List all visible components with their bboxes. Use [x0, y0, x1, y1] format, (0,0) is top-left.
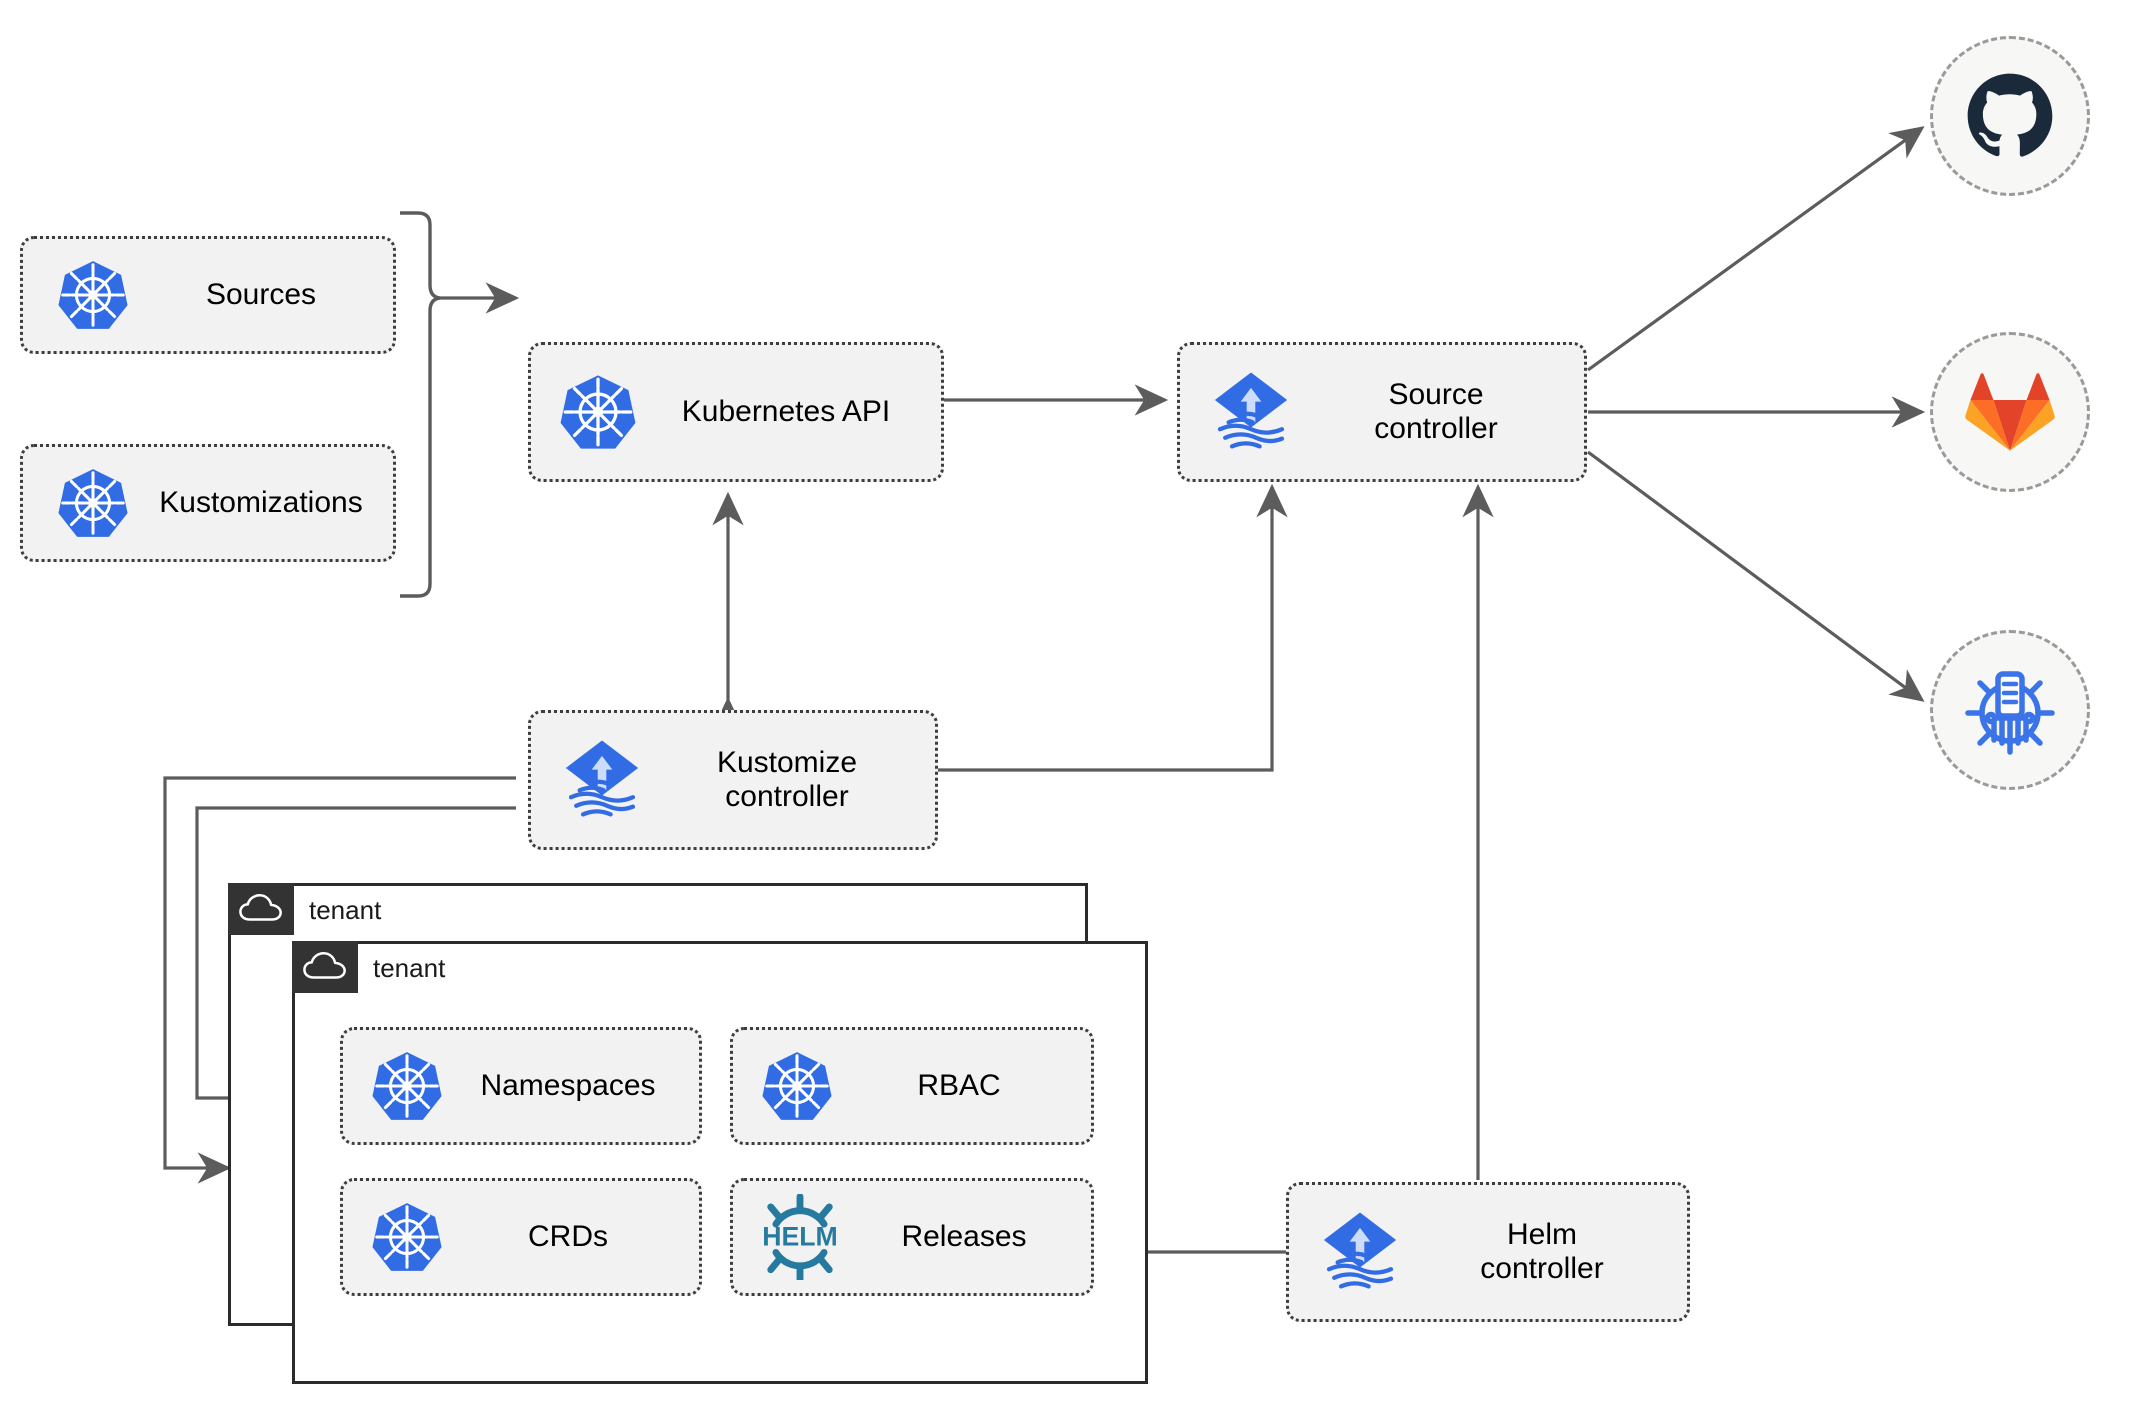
cloud-icon — [238, 893, 284, 925]
node-rbac[interactable]: RBAC — [730, 1027, 1094, 1145]
node-releases-label: Releases — [901, 1219, 1027, 1253]
node-github[interactable] — [1930, 36, 2090, 196]
node-namespaces-label: Namespaces — [480, 1068, 656, 1102]
node-registry[interactable] — [1930, 630, 2090, 790]
node-crds[interactable]: CRDs — [340, 1178, 702, 1296]
node-sources-label: Sources — [205, 277, 317, 311]
helm-registry-icon — [1960, 660, 2060, 760]
helm-icon — [757, 1194, 843, 1280]
node-crds-label: CRDs — [528, 1219, 608, 1253]
edge-source-to-github — [1587, 126, 1925, 372]
flux-icon — [559, 737, 645, 823]
tenant-front-title: tenant — [373, 953, 446, 983]
flux-icon — [1317, 1209, 1403, 1295]
cloud-icon — [302, 951, 348, 983]
brace-sources-group — [400, 211, 441, 598]
tenant-front-tab — [292, 941, 358, 993]
node-source-controller-label: Source controller — [1374, 377, 1498, 446]
kubernetes-icon — [761, 1050, 833, 1122]
node-kubernetes-api-label: Kubernetes API — [681, 394, 891, 428]
gitlab-icon — [1964, 366, 2056, 458]
node-releases[interactable]: Releases — [730, 1178, 1094, 1296]
edge-source-to-registry — [1587, 450, 1925, 702]
node-rbac-label: RBAC — [917, 1068, 1001, 1102]
github-icon — [1964, 70, 2056, 162]
kubernetes-icon — [371, 1201, 443, 1273]
node-gitlab[interactable] — [1930, 332, 2090, 492]
node-kustomizations-label: Kustomizations — [159, 485, 363, 519]
node-kustomizations[interactable]: Kustomizations — [20, 444, 396, 562]
tenant-back-tab — [228, 883, 294, 935]
node-helm-controller[interactable]: Helm controller — [1286, 1182, 1690, 1322]
kubernetes-icon — [57, 259, 129, 331]
node-kubernetes-api[interactable]: Kubernetes API — [528, 342, 944, 482]
tenant-back-title: tenant — [309, 895, 382, 925]
tenant-box-front[interactable]: tenant — [292, 941, 1148, 1384]
edge-kustomize-to-source — [938, 483, 1288, 772]
flux-icon — [1208, 369, 1294, 455]
node-helm-controller-label: Helm controller — [1480, 1217, 1604, 1286]
node-source-controller[interactable]: Source controller — [1177, 342, 1587, 482]
kubernetes-icon — [559, 373, 637, 451]
node-sources[interactable]: Sources — [20, 236, 396, 354]
node-kustomize-controller[interactable]: Kustomize controller — [528, 710, 938, 850]
node-namespaces[interactable]: Namespaces — [340, 1027, 702, 1145]
kubernetes-icon — [371, 1050, 443, 1122]
kubernetes-icon — [57, 467, 129, 539]
node-kustomize-controller-label: Kustomize controller — [716, 745, 858, 814]
